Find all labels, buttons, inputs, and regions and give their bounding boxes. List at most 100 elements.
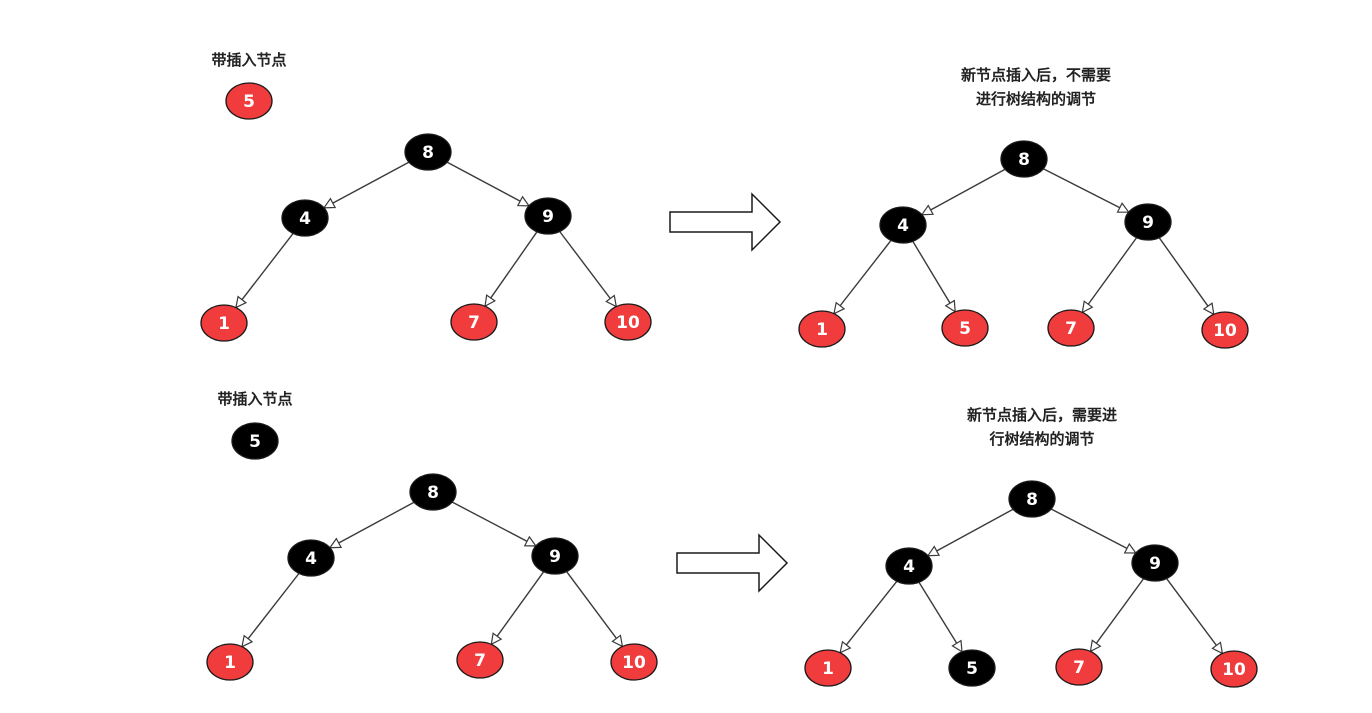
red-insert-after-node-9-label: 9 (1142, 213, 1154, 233)
red-insert-after-caption-line-1: 新节点插入后，不需要 (961, 66, 1111, 84)
red-insert-after-node-10-circle (1201, 311, 1249, 349)
black-insert-before-node-9: 9 (531, 537, 579, 575)
black-insert-before-node-4-label: 4 (305, 549, 317, 569)
black-insert-after-edge-8-to-4 (928, 508, 1014, 555)
black-insert-before-edge-9-to-10 (566, 571, 623, 647)
black-insert-before-edge-8-to-9 (451, 501, 536, 546)
black-insert-after-node-4: 4 (885, 547, 933, 585)
black-insert-pending-node: 5 (231, 422, 279, 460)
red-insert-after-node-9-circle (1124, 203, 1172, 241)
black-insert-before-node-9-circle (531, 537, 579, 575)
black-insert-after-node-8-circle (1008, 480, 1056, 518)
black-insert-before-node-7-circle (456, 641, 504, 679)
red-insert-after-node-8-label: 8 (1018, 150, 1030, 170)
red-insert-after-node-1: 1 (798, 310, 846, 348)
red-insert-pending-node-label: 5 (243, 92, 255, 112)
black-insert-after-node-1-label: 1 (822, 659, 834, 679)
black-insert-pending-node-circle (231, 422, 279, 460)
red-insert-before-node-10-circle (604, 303, 652, 341)
black-insert-before-node-10: 10 (610, 643, 658, 681)
red-insert-before-node-9: 9 (524, 197, 572, 235)
red-insert-after-node-4: 4 (879, 206, 927, 244)
red-insert-before-edge-9-to-7 (485, 231, 538, 306)
black-insert-after-node-9: 9 (1131, 544, 1179, 582)
black-insert-before-node-8: 8 (409, 473, 457, 511)
black-insert-after-node-8-label: 8 (1026, 490, 1038, 510)
red-insert-after-node-9: 9 (1124, 203, 1172, 241)
black-insert-pending-node-label: 5 (249, 432, 261, 452)
red-insert-before-node-1-label: 1 (218, 314, 230, 334)
red-insert-before-node-4-circle (281, 199, 329, 237)
black-insert-before-node-7-label: 7 (474, 651, 486, 671)
red-insert-after-node-4-label: 4 (897, 216, 909, 236)
red-insert-before-edge-8-to-4 (324, 161, 410, 208)
black-insert-transform-arrow (676, 533, 789, 593)
black-insert-before-node-8-label: 8 (427, 483, 439, 503)
black-insert-after-caption-line-2: 行树结构的调节 (988, 430, 1094, 448)
black-insert-after-node-9-circle (1131, 544, 1179, 582)
black-insert-before-edge-4-to-1 (242, 572, 300, 646)
black-insert-after-node-7-circle (1055, 648, 1103, 686)
red-insert-after-node-7-label: 7 (1065, 319, 1077, 339)
captions-layer: 带插入节点新节点插入后，不需要进行树结构的调节带插入节点新节点插入后，需要进行树… (211, 51, 1117, 448)
red-insert-after-edge-4-to-5 (912, 240, 955, 311)
black-insert-after-node-1-circle (804, 649, 852, 687)
black-insert-after-edge-9-to-7 (1090, 578, 1145, 652)
black-insert-before-node-7: 7 (456, 641, 504, 679)
red-insert-after-node-1-circle (798, 310, 846, 348)
black-insert-after-edge-4-to-5 (918, 581, 962, 652)
red-insert-before-node-4-label: 4 (299, 209, 311, 229)
red-insert-after-edge-9-to-10 (1158, 237, 1214, 315)
red-insert-before-node-1: 1 (200, 304, 248, 342)
black-insert-after-node-1: 1 (804, 649, 852, 687)
black-insert-before-node-4: 4 (287, 539, 335, 577)
red-insert-before-node-1-circle (200, 304, 248, 342)
black-insert-after-edge-8-to-9 (1050, 508, 1136, 554)
black-insert-before-node-4-circle (287, 539, 335, 577)
black-insert-after-edge-9-to-10 (1166, 578, 1223, 654)
black-insert-after-node-8: 8 (1008, 480, 1056, 518)
red-insert-before-node-7-label: 7 (468, 313, 480, 333)
black-insert-before-node-9-label: 9 (549, 547, 561, 567)
red-insert-after-caption-line-2: 进行树结构的调节 (976, 90, 1096, 108)
red-insert-before-edge-8-to-9 (446, 161, 529, 206)
black-insert-after-node-5-circle (948, 649, 996, 687)
black-insert-after-edge-4-to-1 (840, 580, 898, 652)
red-insert-before-node-8-circle (404, 133, 452, 171)
red-insert-before-edge-4-to-1 (236, 232, 294, 307)
edges-layer (236, 161, 1223, 654)
red-insert-pending-caption: 带插入节点 (211, 51, 286, 69)
black-insert-before-node-1: 1 (206, 643, 254, 681)
black-insert-after-caption-line-1: 新节点插入后，需要进 (967, 406, 1117, 424)
red-insert-after-node-5-circle (941, 309, 989, 347)
red-insert-before-node-8-label: 8 (422, 143, 434, 163)
red-insert-after-edge-8-to-4 (922, 168, 1006, 214)
red-insert-after-edge-9-to-7 (1082, 237, 1138, 313)
black-insert-before-node-1-label: 1 (224, 653, 236, 673)
red-insert-before-node-9-label: 9 (542, 207, 554, 227)
black-insert-before-node-10-circle (610, 643, 658, 681)
red-insert-after-node-4-circle (879, 206, 927, 244)
black-insert-after-node-9-label: 9 (1149, 554, 1161, 574)
black-insert-before-node-10-label: 10 (622, 653, 646, 673)
red-insert-transform-arrow (669, 192, 782, 252)
red-insert-after-node-5: 5 (941, 309, 989, 347)
red-insert-after-node-10-label: 10 (1213, 321, 1237, 341)
red-insert-after-node-10: 10 (1201, 311, 1249, 349)
red-insert-before-node-4: 4 (281, 199, 329, 237)
black-insert-after-node-5: 5 (948, 649, 996, 687)
red-insert-after-node-8: 8 (1000, 140, 1048, 178)
black-insert-after-node-4-circle (885, 547, 933, 585)
black-insert-after-node-10-circle (1210, 650, 1258, 688)
red-insert-after-node-7: 7 (1047, 309, 1095, 347)
red-insert-before-node-7-circle (450, 303, 498, 341)
black-insert-before-node-8-circle (409, 473, 457, 511)
red-insert-after-node-7-circle (1047, 309, 1095, 347)
black-insert-after-node-5-label: 5 (966, 659, 978, 679)
black-insert-after-node-10: 10 (1210, 650, 1258, 688)
black-insert-before-node-1-circle (206, 643, 254, 681)
red-insert-after-node-8-circle (1000, 140, 1048, 178)
black-insert-after-node-4-label: 4 (903, 557, 915, 577)
